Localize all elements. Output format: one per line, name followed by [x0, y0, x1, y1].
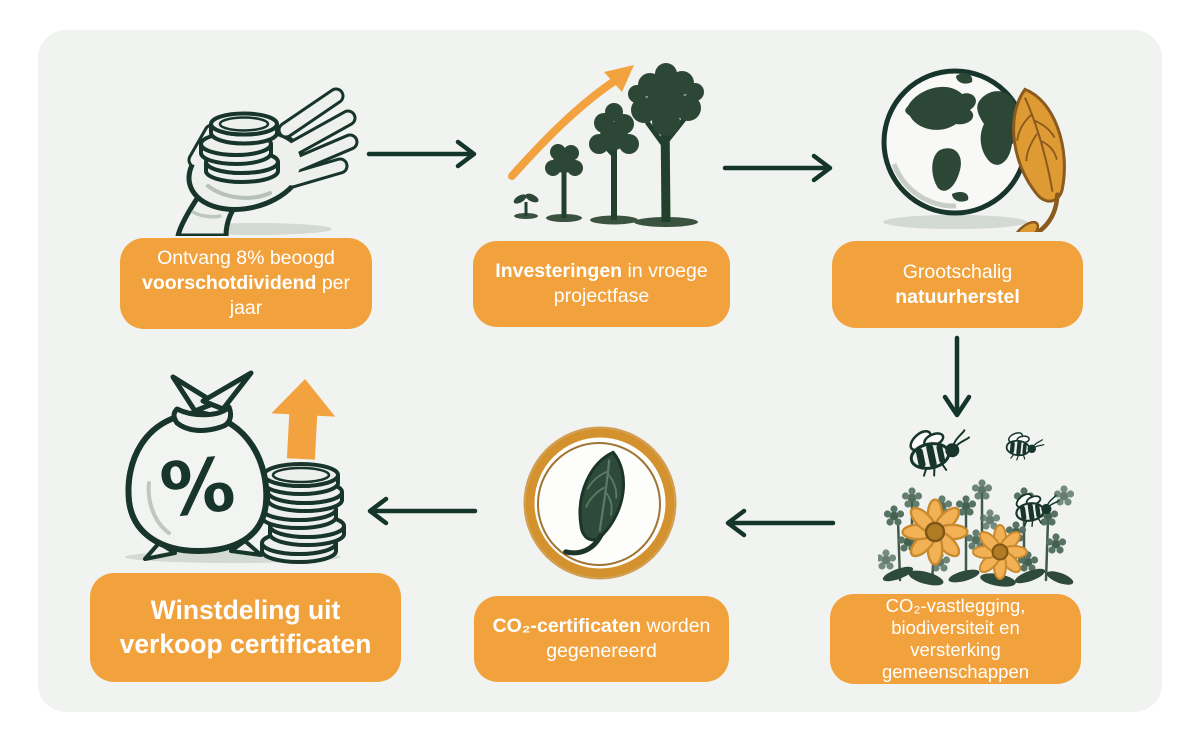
label-segment: CO₂-vastlegging, biodiversiteit en verst…	[881, 594, 1030, 683]
globe-shadow	[883, 215, 1027, 229]
label-winstdeling: Winstdeling uit verkoop certificaten	[90, 573, 401, 682]
bee-icon	[1004, 428, 1046, 464]
label-segment: Ontvang 8% beoogd	[157, 247, 335, 270]
flow-arrow-down	[942, 335, 972, 418]
globe	[881, 68, 1029, 216]
label-natuurherstel: Grootschalig natuurherstel	[832, 241, 1083, 328]
flow-arrow-left-1	[725, 508, 836, 538]
seal-leaf	[563, 450, 626, 556]
label-segment-bold: CO₂-certificaten	[492, 615, 642, 638]
label-segment-bold: voorschotdividend	[141, 272, 317, 295]
flow-arrow-right-2	[722, 153, 833, 183]
leaf-seal-illustration	[523, 426, 677, 580]
flow-arrow-right-1	[366, 139, 477, 169]
foliage	[882, 566, 1074, 587]
up-arrow-icon	[271, 379, 336, 460]
growing-trees-illustration	[508, 63, 704, 227]
label-segment: worden gegenereerd	[546, 615, 711, 662]
orange-daisy	[972, 524, 1028, 580]
label-investeringen: Investeringen in vroege projectfase	[473, 241, 730, 327]
label-ontvang-voorschotdividend: Ontvang 8% beoogd voorschotdividend per …	[120, 238, 372, 329]
bee-icon	[903, 420, 977, 482]
trees	[513, 63, 704, 223]
label-segment: per jaar	[229, 272, 351, 319]
label-segment-bold: Investeringen	[495, 260, 623, 283]
globe-leaf-illustration	[881, 68, 1066, 232]
money-bag-illustration: %	[125, 370, 346, 564]
flow-arrow-left-2	[367, 496, 478, 526]
coin-stack	[199, 111, 280, 184]
label-co2-vastlegging: CO₂-vastlegging, biodiversiteit en verst…	[830, 594, 1081, 684]
orange-leaf	[1012, 87, 1066, 232]
hand-coins-illustration	[175, 87, 359, 236]
coin-stack	[260, 462, 346, 564]
label-segment: in vroege projectfase	[553, 260, 708, 307]
label-segment: Grootschalig	[902, 260, 1013, 283]
label-co2-certificaten: CO₂-certificaten worden gegenereerd	[474, 596, 729, 682]
orange-daisy	[901, 498, 969, 566]
label-segment-bold: natuurherstel	[895, 285, 1020, 308]
growth-arrow	[508, 65, 634, 180]
money-bag: %	[125, 370, 270, 561]
percent-symbol: %	[156, 441, 239, 534]
label-segment-bold: Winstdeling uit verkoop certificaten	[119, 594, 372, 659]
bees-flowers-illustration	[878, 420, 1074, 587]
